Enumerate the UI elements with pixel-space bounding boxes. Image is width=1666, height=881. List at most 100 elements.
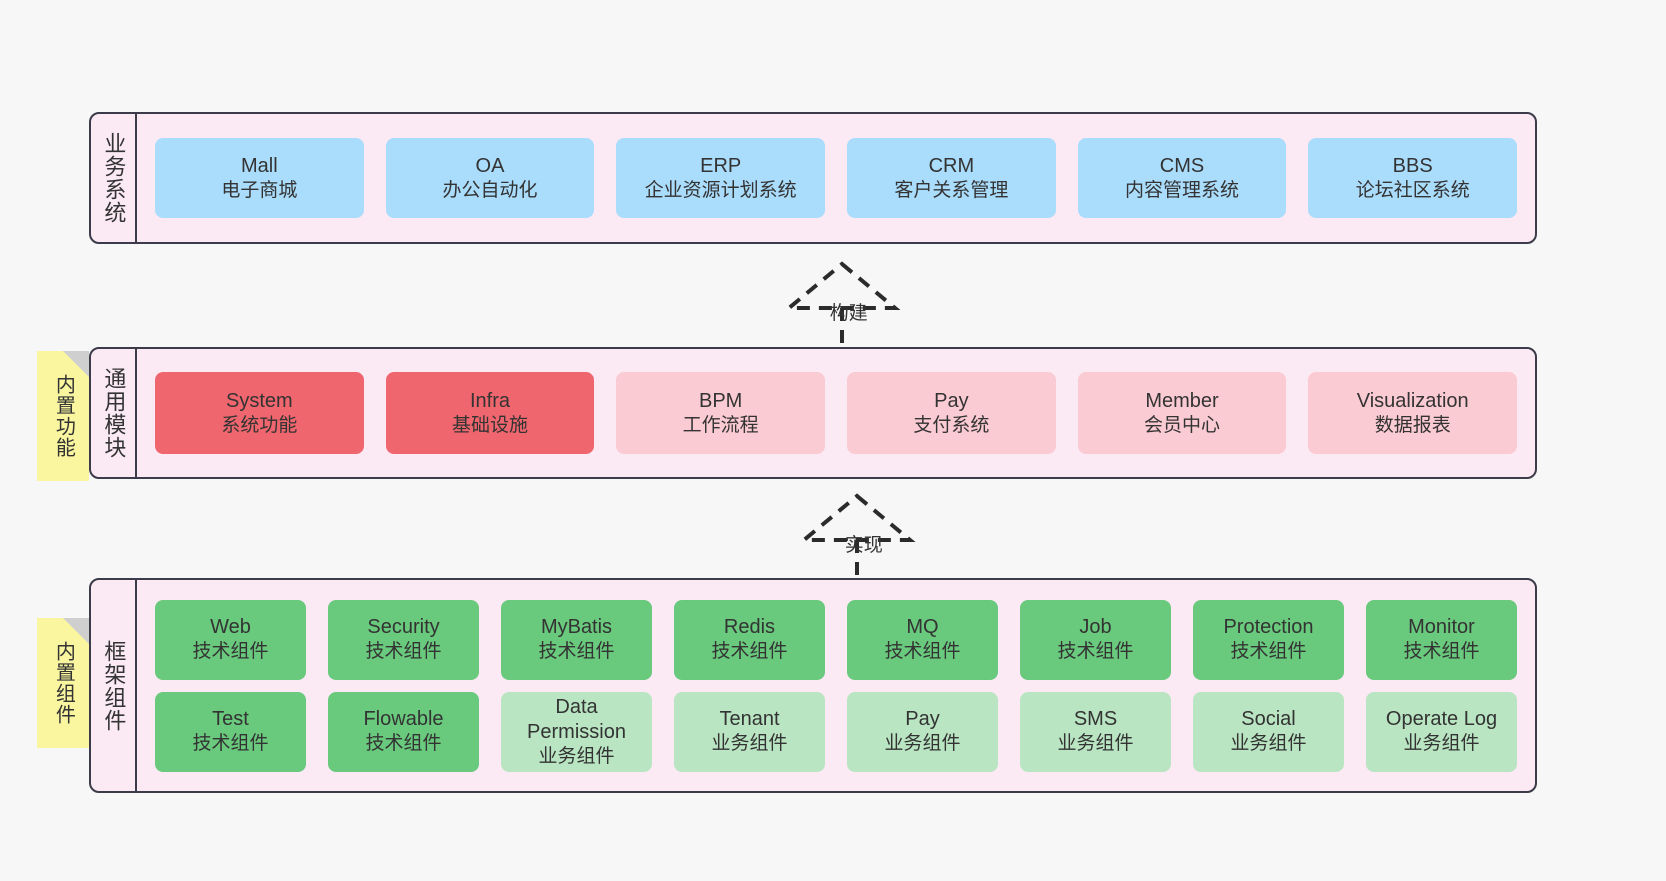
layer-title-framework-component: 框架组件 <box>91 580 137 791</box>
card-subtitle: 技术组件 <box>1057 641 1134 663</box>
card-sms[interactable]: SMS 业务组件 <box>1020 691 1171 772</box>
card-subtitle: 业务组件 <box>711 733 788 755</box>
card-web[interactable]: Web 技术组件 <box>155 599 306 680</box>
card-title: OA <box>475 154 505 177</box>
card-subtitle: 支付系统 <box>913 414 990 436</box>
card-subtitle: 系统功能 <box>221 414 298 436</box>
card-bpm[interactable]: BPM 工作流程 <box>616 372 826 454</box>
card-title: Social <box>1241 708 1296 731</box>
card-title: MQ <box>906 616 939 639</box>
connector-implement: 实现 <box>772 490 942 586</box>
card-mybatis[interactable]: MyBatis 技术组件 <box>501 599 652 680</box>
card-pay-module[interactable]: Pay 支付系统 <box>847 372 1056 454</box>
card-subtitle: 技术组件 <box>365 641 442 663</box>
card-title: Protection <box>1223 616 1314 639</box>
card-title: Web <box>210 616 251 639</box>
card-pay-component[interactable]: Pay 业务组件 <box>847 691 998 772</box>
card-title: Tenant <box>719 708 780 731</box>
card-visualization[interactable]: Visualization 数据报表 <box>1308 372 1518 454</box>
card-subtitle: 业务组件 <box>884 733 961 755</box>
card-subtitle: 技术组件 <box>884 641 961 663</box>
card-title: Security <box>367 616 440 639</box>
implement-arrow-icon <box>798 493 916 586</box>
card-subtitle: 技术组件 <box>1403 641 1480 663</box>
layer-title-common-module: 通用模块 <box>91 349 137 477</box>
connector-implement-label: 实现 <box>844 535 883 556</box>
folded-corner-icon <box>63 618 89 644</box>
card-system[interactable]: System 系统功能 <box>155 372 364 454</box>
card-cms[interactable]: CMS 内容管理系统 <box>1077 138 1287 218</box>
card-title: MyBatis <box>540 616 613 639</box>
layer-title-business-system: 业务系统 <box>91 114 137 242</box>
layer-body-framework-component: Web 技术组件 Security 技术组件 MyBatis 技术组件 Redi… <box>137 580 1535 791</box>
card-title: Operate Log <box>1385 708 1498 731</box>
card-subtitle: 技术组件 <box>711 641 788 663</box>
card-subtitle: 内容管理系统 <box>1125 179 1240 201</box>
card-title: Monitor <box>1408 616 1475 639</box>
card-subtitle: 电子商城 <box>221 179 298 201</box>
card-oa[interactable]: OA 办公自动化 <box>385 138 595 218</box>
card-infra[interactable]: Infra 基础设施 <box>385 372 595 454</box>
card-mq[interactable]: MQ 技术组件 <box>847 599 998 680</box>
card-operate-log[interactable]: Operate Log 业务组件 <box>1366 691 1517 772</box>
sticky-note-label: 内置组件 <box>52 641 75 725</box>
card-title: CRM <box>928 154 975 177</box>
card-monitor[interactable]: Monitor 技术组件 <box>1366 599 1517 680</box>
card-row: System 系统功能 Infra 基础设施 BPM 工作流程 Pay 支付系统… <box>155 372 1518 454</box>
card-crm[interactable]: CRM 客户关系管理 <box>847 138 1056 218</box>
card-title: Test <box>212 708 249 731</box>
card-row: Test 技术组件 Flowable 技术组件 Data Permission … <box>155 691 1517 772</box>
card-subtitle: 业务组件 <box>1230 733 1307 755</box>
card-title: Pay <box>934 389 969 412</box>
card-row: Mall 电子商城 OA 办公自动化 ERP 企业资源计划系统 CRM 客户关系… <box>155 138 1518 218</box>
card-subtitle: 数据报表 <box>1374 414 1451 436</box>
card-subtitle: 工作流程 <box>682 414 759 436</box>
card-title: Job <box>1079 616 1112 639</box>
card-title: Mall <box>241 154 278 177</box>
card-subtitle: 技术组件 <box>1230 641 1307 663</box>
card-row: Web 技术组件 Security 技术组件 MyBatis 技术组件 Redi… <box>155 599 1517 680</box>
card-subtitle: 企业资源计划系统 <box>644 179 797 201</box>
sticky-note-label: 内置功能 <box>52 374 75 458</box>
card-job[interactable]: Job 技术组件 <box>1020 599 1171 680</box>
card-title: Member <box>1145 389 1219 412</box>
card-subtitle: 客户关系管理 <box>894 179 1009 201</box>
layer-business-system: 业务系统 Mall 电子商城 OA 办公自动化 ERP 企业资源计划系统 CRM… <box>89 112 1537 244</box>
card-erp[interactable]: ERP 企业资源计划系统 <box>616 138 826 218</box>
card-tenant[interactable]: Tenant 业务组件 <box>674 691 825 772</box>
layer-common-module: 通用模块 System 系统功能 Infra 基础设施 BPM 工作流程 Pay… <box>89 347 1537 479</box>
card-subtitle: 会员中心 <box>1144 414 1221 436</box>
layer-body-business-system: Mall 电子商城 OA 办公自动化 ERP 企业资源计划系统 CRM 客户关系… <box>137 114 1535 242</box>
card-subtitle: 技术组件 <box>192 641 269 663</box>
card-title: Flowable <box>363 708 444 731</box>
card-title: ERP <box>700 154 742 177</box>
sticky-note-builtin-component: 内置组件 <box>37 618 89 748</box>
card-mall[interactable]: Mall 电子商城 <box>155 138 364 218</box>
card-data-permission[interactable]: Data Permission 业务组件 <box>501 691 652 772</box>
card-redis[interactable]: Redis 技术组件 <box>674 599 825 680</box>
card-subtitle: 业务组件 <box>538 745 615 767</box>
card-title: Visualization <box>1356 389 1469 412</box>
layer-framework-component: 框架组件 Web 技术组件 Security 技术组件 MyBatis 技术组件… <box>89 578 1537 793</box>
card-subtitle: 基础设施 <box>452 414 529 436</box>
card-subtitle: 技术组件 <box>538 641 615 663</box>
card-title: Infra <box>469 389 511 412</box>
card-title: BBS <box>1392 154 1433 177</box>
card-title: System <box>225 389 293 412</box>
sticky-note-builtin-function: 内置功能 <box>37 351 89 481</box>
folded-corner-icon <box>63 351 89 377</box>
build-arrow-icon <box>783 261 901 354</box>
card-title: Redis <box>723 616 776 639</box>
card-bbs[interactable]: BBS 论坛社区系统 <box>1308 138 1518 218</box>
card-member[interactable]: Member 会员中心 <box>1077 372 1287 454</box>
card-title: SMS <box>1073 708 1118 731</box>
card-social[interactable]: Social 业务组件 <box>1193 691 1344 772</box>
card-test[interactable]: Test 技术组件 <box>155 691 306 772</box>
card-protection[interactable]: Protection 技术组件 <box>1193 599 1344 680</box>
connector-build: 构建 <box>757 258 927 354</box>
card-security[interactable]: Security 技术组件 <box>328 599 479 680</box>
card-title: CMS <box>1159 154 1205 177</box>
card-subtitle: 技术组件 <box>192 733 269 755</box>
card-flowable[interactable]: Flowable 技术组件 <box>328 691 479 772</box>
card-subtitle: 论坛社区系统 <box>1355 179 1470 201</box>
